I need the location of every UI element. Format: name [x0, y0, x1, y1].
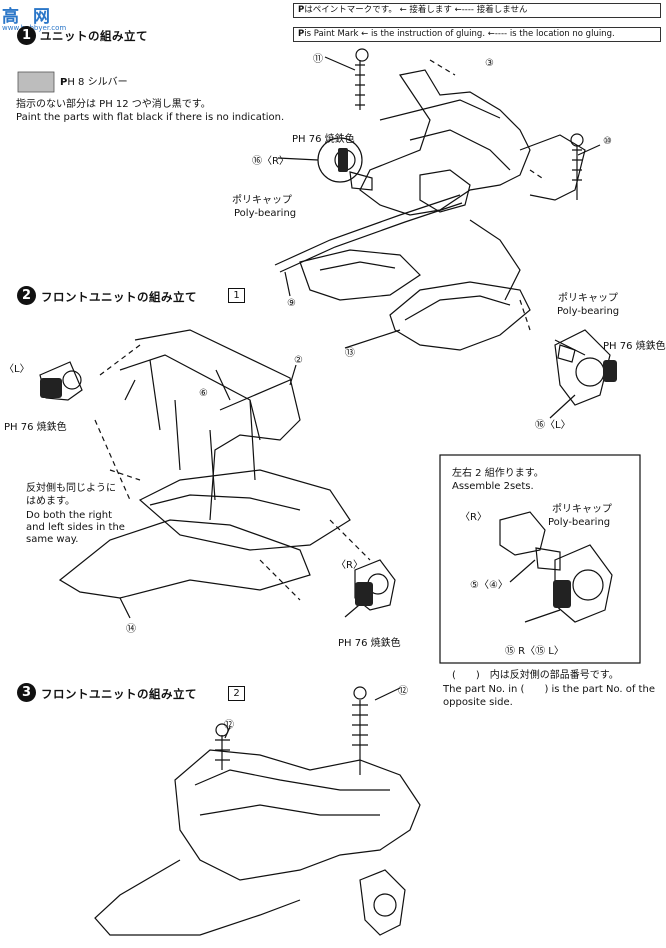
paint-76-b: PH 76 焼鉄色 [4, 422, 67, 433]
legend-ja: Pはペイントマークです。 ← 接着します ←---- 接着しません [293, 3, 661, 18]
part-14: ⑭ [126, 624, 136, 635]
part-15: ⑮ R〈⑮ L〉 [505, 646, 564, 657]
watermark-brand-2: 网 [33, 7, 50, 27]
legend-en-text: is Paint Mark ← is the instruction of gl… [304, 29, 615, 39]
step-2-title: フロントユニットの組み立て [41, 290, 197, 304]
legend-en: Pis Paint Mark ← is the instruction of g… [293, 27, 661, 42]
step-3-number: 3 [17, 683, 36, 702]
note-en: Paint the parts with flat black if there… [16, 112, 285, 123]
same-way-en-2: and left sides in the [26, 522, 125, 533]
paren-note-ja: ( ) 内は反対側の部品番号です。 [452, 670, 619, 681]
poly-bearing-1-ja: ポリキャップ [232, 195, 292, 206]
part-12-b: ⑫ [224, 720, 234, 731]
side-right: 〈R〉 [336, 560, 363, 571]
watermark-brand: 高 [2, 7, 19, 27]
same-way-en-3: same way. [26, 534, 79, 545]
watermark-logo: 高网 www.hobbyer.com [2, 2, 66, 32]
assemble-sets-en: Assemble 2sets. [452, 481, 534, 492]
paint-mark-icon: P [298, 5, 305, 15]
poly-bearing-2-ja: ポリキャップ [558, 293, 618, 304]
note-ja: 指示のない部分は PH 12 つや消し黒です。 [16, 99, 211, 110]
part-9: ⑨ [287, 298, 296, 309]
part-6: ⑥ [199, 388, 208, 399]
color-key-p: P [60, 77, 68, 88]
step-3-title: フロントユニットの組み立て [41, 687, 197, 701]
part-13: ⑬ [345, 348, 355, 359]
paint-mark-icon-2: P [298, 29, 305, 39]
poly-bearing-3-en: Poly-bearing [548, 517, 611, 528]
watermark-url: www.hobbyer.com [2, 24, 67, 32]
part-12-a: ⑫ [398, 686, 408, 697]
paint-76-a: PH 76 焼鉄色 [292, 134, 355, 145]
step-3-box-number: 2 [228, 686, 245, 701]
part-10: ⑩ [603, 136, 612, 147]
paint-76-d: PH 76 焼鉄色 [603, 341, 666, 352]
part-5-4: ⑤〈④〉 [470, 580, 508, 591]
poly-bearing-1-en: Poly-bearing [234, 208, 297, 219]
part-11: ⑪ [313, 54, 323, 65]
assemble-sets-ja: 左右 2 組作ります。 [452, 468, 544, 479]
step-1-title: ユニットの組み立て [40, 29, 148, 43]
same-way-en-1: Do both the right [26, 510, 112, 521]
same-way-ja-1: 反対側も同じように [26, 483, 116, 494]
paren-note-en-1: The part No. in ( ) is the part No. of t… [443, 684, 655, 695]
inset-side-right: 〈R〉 [460, 512, 487, 523]
legend-ja-text: はペイントマークです。 ← 接着します ←---- 接着しません [304, 5, 528, 15]
part-3: ③ [485, 58, 494, 69]
color-key-label: PH 8 シルバー [60, 76, 128, 89]
part-16-r: ⑯〈R〉 [252, 156, 289, 167]
step-2-number: 2 [17, 286, 36, 305]
poly-bearing-3-ja: ポリキャップ [552, 504, 612, 515]
step-2-box-number: 1 [228, 288, 245, 303]
paint-76-c: PH 76 焼鉄色 [338, 638, 401, 649]
color-key-text: H 8 シルバー [67, 77, 128, 88]
side-left: 〈L〉 [4, 364, 30, 375]
same-way-ja-2: はめます。 [26, 496, 75, 507]
step-1-number: 1 [17, 26, 36, 45]
paren-note-en-2: opposite side. [443, 697, 513, 708]
poly-bearing-2-en: Poly-bearing [557, 306, 620, 317]
part-16-l: ⑯〈L〉 [535, 420, 571, 431]
part-2: ② [294, 355, 303, 366]
